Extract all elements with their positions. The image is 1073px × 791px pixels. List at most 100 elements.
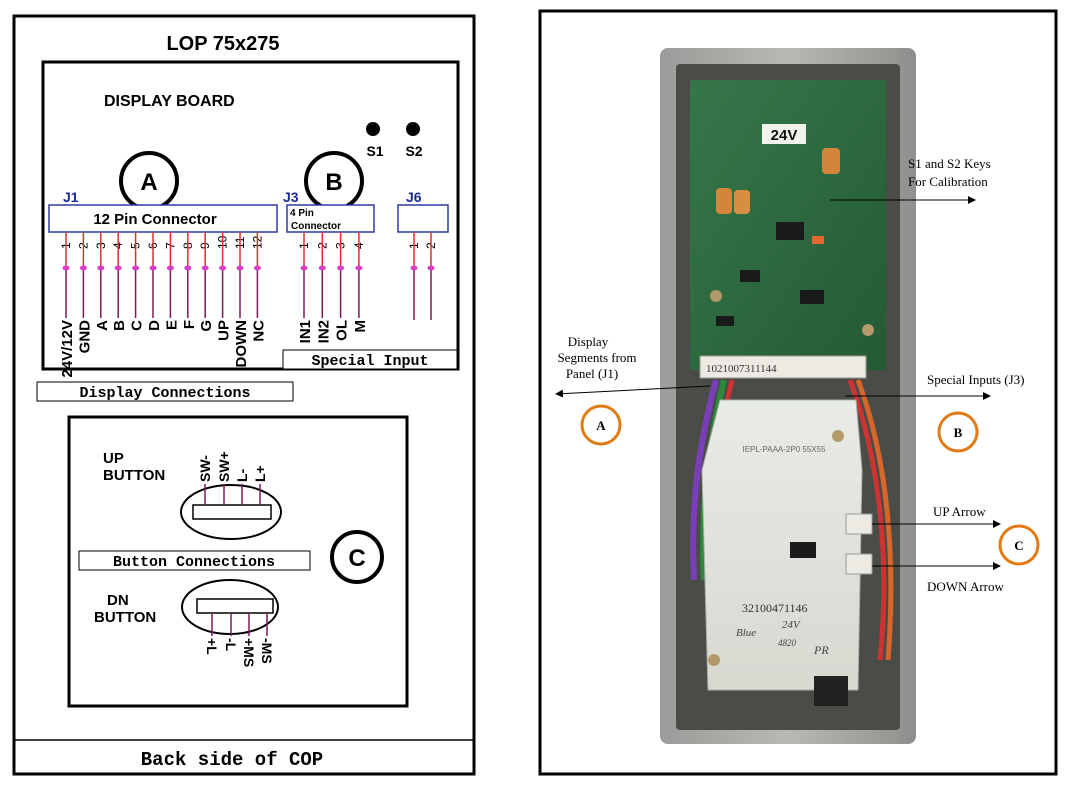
display-seg-text-1: Display xyxy=(568,334,609,349)
up-button-pin-2: SW+ xyxy=(216,451,232,482)
j1-junction-1 xyxy=(62,265,70,271)
special-inputs-text: Special Inputs (J3) xyxy=(927,372,1024,387)
up-button-label-2: BUTTON xyxy=(103,467,165,484)
s1s2-text-1: S1 and S2 Keys xyxy=(908,156,991,171)
dn-button-pin-3: +MS xyxy=(241,638,257,667)
j1-signal-10: UP xyxy=(216,320,233,341)
up-button-pin-1: SW- xyxy=(197,455,213,482)
pcb-chip-2 xyxy=(812,236,824,244)
s1-label: S1 xyxy=(366,143,383,159)
dn-button-label-2: BUTTON xyxy=(94,609,156,626)
j3-label: J3 xyxy=(283,189,299,205)
button-connections-label: Button Connections xyxy=(113,554,275,571)
j1-junction-2 xyxy=(79,265,87,271)
j1-signal-2: GND xyxy=(76,320,93,354)
j3-signal-1: IN1 xyxy=(297,320,314,343)
j3-junction-3 xyxy=(337,265,345,271)
handwritten-1: Blue xyxy=(736,627,756,639)
screw-3 xyxy=(710,290,722,302)
button-pins: SW-SW+L-L+ +L-L+MS-MS xyxy=(197,451,275,667)
screw-1 xyxy=(862,324,874,336)
lop-title: LOP 75x275 xyxy=(166,33,279,55)
capacitor-3 xyxy=(822,148,840,174)
wire-bundle-1 xyxy=(690,379,719,581)
right-panel: 24V 1021007311144 IEPL-PAAA-2P0 55X55 xyxy=(538,9,1058,776)
button-board-chip xyxy=(790,542,816,558)
j1-signal-6: D xyxy=(146,320,163,331)
circle-c xyxy=(330,530,384,584)
photo-circle-a-label: A xyxy=(596,418,606,433)
connector-code: 1021007311144 xyxy=(706,363,777,375)
board-code: 32100471146 xyxy=(742,601,808,615)
j1-junction-11 xyxy=(236,265,244,271)
photo-circle-c xyxy=(998,524,1040,566)
special-input-label: Special Input xyxy=(311,353,428,370)
j1-junction-4 xyxy=(114,265,122,271)
up-button-pin-4: L+ xyxy=(252,465,268,482)
s1s2-text-2: For Calibration xyxy=(908,174,988,189)
j1-signal-4: B xyxy=(111,320,128,331)
j1-label: J1 xyxy=(63,189,79,205)
j6-label: J6 xyxy=(406,189,422,205)
j3-signal-3: OL xyxy=(334,320,351,341)
j1-signal-7: E xyxy=(163,320,180,330)
pcb-24v-tag: 24V xyxy=(771,127,798,144)
s2-key xyxy=(406,122,420,136)
circle-b-label: B xyxy=(325,169,342,196)
special-input-box xyxy=(282,349,458,370)
button-section xyxy=(67,415,409,708)
j3-signal-2: IN2 xyxy=(315,320,332,343)
j1-junction-12 xyxy=(253,265,261,271)
j1-photo-connector xyxy=(699,355,867,379)
pcb-chip-3 xyxy=(740,270,760,282)
screw-2 xyxy=(708,654,720,666)
up-button-plate xyxy=(192,504,272,520)
connector-pins: 124V/12V2GND3A4B5C6D7E8F9G10UP11DOWN12NC… xyxy=(59,232,438,378)
s2-label: S2 xyxy=(405,143,422,159)
up-button-pin-3: L- xyxy=(234,468,250,482)
up-arrow-text: UP Arrow xyxy=(933,504,986,519)
j1-junction-10 xyxy=(219,265,227,271)
photo-circle-b xyxy=(937,411,979,453)
j1-connector-label: 12 Pin Connector xyxy=(93,211,217,228)
left-panel: LOP 75x275 DISPLAY BOARD S1 S2 A B J1 J3… xyxy=(12,14,476,776)
dn-button-pin-2: -L xyxy=(223,638,239,652)
down-arrow-socket xyxy=(845,553,873,575)
j1-signal-12: NC xyxy=(250,320,267,342)
photo-circle-b-label: B xyxy=(954,425,963,440)
display-seg-text-2: Segments from xyxy=(557,350,636,365)
dn-button-pin-1: +L xyxy=(204,638,220,655)
display-connections-box xyxy=(36,381,294,402)
j1-junction-7 xyxy=(166,265,174,271)
wire-bundle-5 xyxy=(855,379,894,661)
j6-junction-2 xyxy=(427,265,435,271)
pcb-chip-4 xyxy=(800,290,824,304)
capacitor-1 xyxy=(716,188,732,214)
wire-bundle-4 xyxy=(847,379,887,661)
j6-junction-1 xyxy=(410,265,418,271)
j3-connector-label-1: 4 Pin xyxy=(290,208,314,219)
j1-signal-1: 24V/12V xyxy=(59,320,76,378)
pcb-24v-tag-bg xyxy=(762,124,806,144)
down-arrow-text: DOWN Arrow xyxy=(927,579,1005,594)
pcb-chip-5 xyxy=(716,316,734,326)
j1-signal-11: DOWN xyxy=(233,320,250,368)
bottom-block xyxy=(814,676,848,706)
display-connections-label: Display Connections xyxy=(79,385,250,402)
j3-signal-4: M xyxy=(352,320,369,333)
j1-junction-5 xyxy=(132,265,140,271)
display-seg-text-3: Panel (J1) xyxy=(566,366,618,381)
dn-button-pin-4: -MS xyxy=(259,638,275,664)
j3-connector-label-2: Connector xyxy=(291,221,341,232)
j1-junction-9 xyxy=(201,265,209,271)
photo-circle-a xyxy=(580,404,622,446)
j1-signal-5: C xyxy=(129,320,146,331)
display-board xyxy=(41,60,460,371)
button-connections-box xyxy=(78,550,311,571)
board-model: IEPL-PAAA-2P0 55X55 xyxy=(742,445,826,454)
circle-c-label: C xyxy=(348,545,365,572)
circle-a-label: A xyxy=(140,169,157,196)
cop-photo: 24V 1021007311144 IEPL-PAAA-2P0 55X55 xyxy=(660,48,916,744)
j3-connector xyxy=(286,204,375,233)
